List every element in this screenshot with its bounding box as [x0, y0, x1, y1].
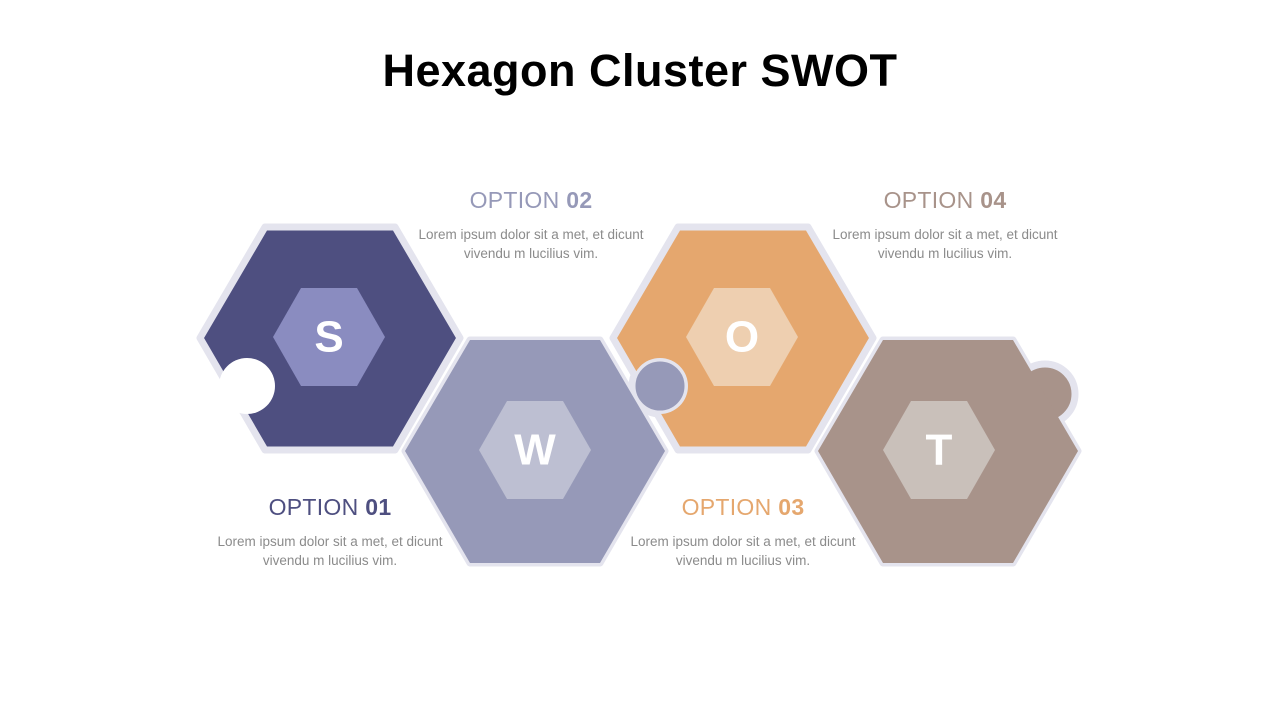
- option-01-heading-word: OPTION: [268, 494, 359, 520]
- option-02-body: Lorem ipsum dolor sit a met, et dicunt v…: [418, 227, 644, 262]
- hexagon-inner-s: [273, 288, 385, 386]
- hexagon-option-03[interactable]: O: [609, 223, 877, 454]
- option-03-heading: OPTION 03: [628, 494, 858, 520]
- option-04-heading-number: 04: [980, 187, 1007, 213]
- option-02-heading: OPTION 02: [416, 187, 646, 213]
- text-block-option-04: OPTION 04 Lorem ipsum dolor sit a met, e…: [830, 187, 1060, 263]
- option-03-heading-word: OPTION: [681, 494, 772, 520]
- hexagon-inner-t: [883, 401, 995, 499]
- text-block-option-03: OPTION 03 Lorem ipsum dolor sit a met, e…: [628, 494, 858, 570]
- option-01-heading: OPTION 01: [215, 494, 445, 520]
- option-04-heading: OPTION 04: [830, 187, 1060, 213]
- option-04-body: Lorem ipsum dolor sit a met, et dicunt v…: [832, 227, 1058, 262]
- option-04-heading-word: OPTION: [883, 187, 974, 213]
- option-01-body: Lorem ipsum dolor sit a met, et dicunt v…: [217, 534, 443, 569]
- hexagon-letter-o: O: [725, 313, 759, 362]
- text-block-option-02: OPTION 02 Lorem ipsum dolor sit a met, e…: [416, 187, 646, 263]
- page-title: Hexagon Cluster SWOT: [382, 45, 898, 96]
- text-block-option-01: OPTION 01 Lorem ipsum dolor sit a met, e…: [215, 494, 445, 570]
- option-01-heading-number: 01: [365, 494, 392, 520]
- hexagon-option-01[interactable]: S: [196, 223, 464, 454]
- hexagon-letter-t: T: [926, 426, 953, 475]
- option-03-heading-number: 03: [778, 494, 805, 520]
- hexagon-option-04[interactable]: T: [814, 336, 1082, 567]
- option-02-heading-number: 02: [566, 187, 593, 213]
- option-03-body: Lorem ipsum dolor sit a met, et dicunt v…: [630, 534, 856, 569]
- hexagon-inner-w: [479, 401, 591, 499]
- hexagon-letter-s: S: [314, 313, 343, 362]
- hexagon-inner-o: [686, 288, 798, 386]
- option-02-heading-word: OPTION: [469, 187, 560, 213]
- hexagon-letter-w: W: [514, 426, 556, 475]
